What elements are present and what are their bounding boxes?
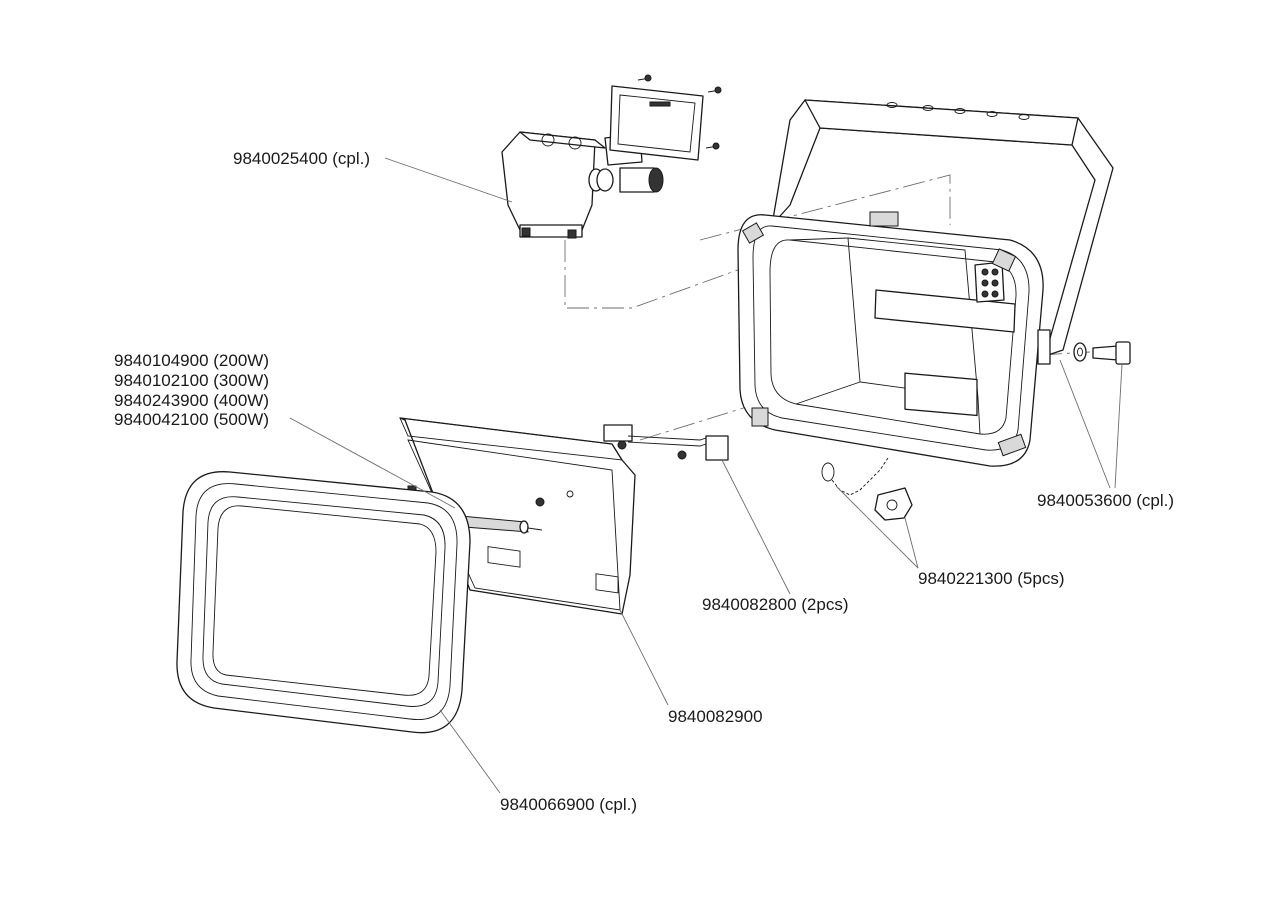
leader-lines bbox=[289, 157, 1123, 794]
label-lamp-200w: 9840104900 (200W) bbox=[114, 351, 269, 370]
label-reflector: 9840082900 bbox=[668, 707, 763, 726]
terminal-block bbox=[974, 261, 1005, 303]
housing bbox=[737, 211, 1051, 467]
mounting-bracket bbox=[771, 99, 1114, 357]
bracket-bolt bbox=[1073, 341, 1131, 365]
label-lamp-500w: 9840042100 (500W) bbox=[114, 410, 269, 429]
lid-screws bbox=[637, 74, 722, 150]
label-bracket-bolt: 9840053600 (cpl.) bbox=[1037, 491, 1174, 510]
label-terminal-box: 9840025400 (cpl.) bbox=[233, 149, 370, 168]
junction-box bbox=[501, 74, 722, 239]
label-lamp-holder: 9840082800 (2pcs) bbox=[702, 595, 849, 614]
label-clip: 9840221300 (5pcs) bbox=[918, 569, 1065, 588]
label-front-frame: 9840066900 (cpl.) bbox=[500, 795, 637, 814]
lamp-holder bbox=[603, 424, 729, 461]
label-lamp-300w: 9840102100 (300W) bbox=[114, 371, 269, 390]
front-frame bbox=[176, 471, 471, 734]
safety-clip bbox=[821, 457, 913, 521]
part-labels: 9840025400 (cpl.) 9840104900 (200W) 9840… bbox=[114, 149, 1174, 814]
label-lamp-400w: 9840243900 (400W) bbox=[114, 391, 269, 410]
